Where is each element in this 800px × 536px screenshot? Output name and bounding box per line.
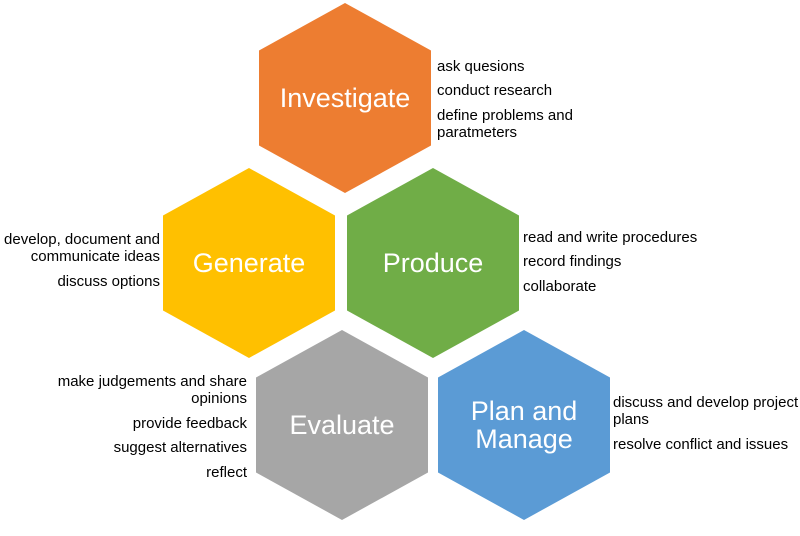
note-line: discuss and develop project plans (613, 394, 799, 429)
plan-manage-hexagon (438, 330, 610, 520)
note-line: define problems and paratmeters (437, 106, 573, 142)
note-line: suggest alternatives (113, 439, 247, 457)
note-line: reflect (206, 463, 247, 481)
investigate-hexagon (259, 3, 431, 193)
generate-notes: develop, document and communicate ideas … (0, 231, 160, 290)
generate-hexagon (163, 168, 335, 358)
note-line: make judgements and share opinions (57, 373, 247, 408)
note-line: resolve conflict and issues (613, 435, 789, 453)
investigate-notes: ask quesions conduct research define pro… (437, 58, 587, 142)
note-line: record findings (523, 253, 622, 271)
evaluate-hexagon (256, 330, 428, 520)
note-line: conduct research (437, 82, 553, 100)
note-line: read and write procedures (523, 229, 698, 246)
produce-notes: read and write procedures record finding… (523, 229, 733, 295)
evaluate-notes: make judgements and share opinions provi… (37, 373, 247, 481)
note-line: ask quesions (437, 58, 525, 75)
note-line: provide feedback (132, 414, 247, 432)
note-line: discuss options (57, 272, 160, 290)
note-line: collaborate (523, 277, 597, 295)
produce-hexagon (347, 168, 519, 358)
plan-manage-notes: discuss and develop project plans resolv… (613, 394, 800, 453)
note-line: develop, document and communicate ideas (4, 231, 160, 266)
